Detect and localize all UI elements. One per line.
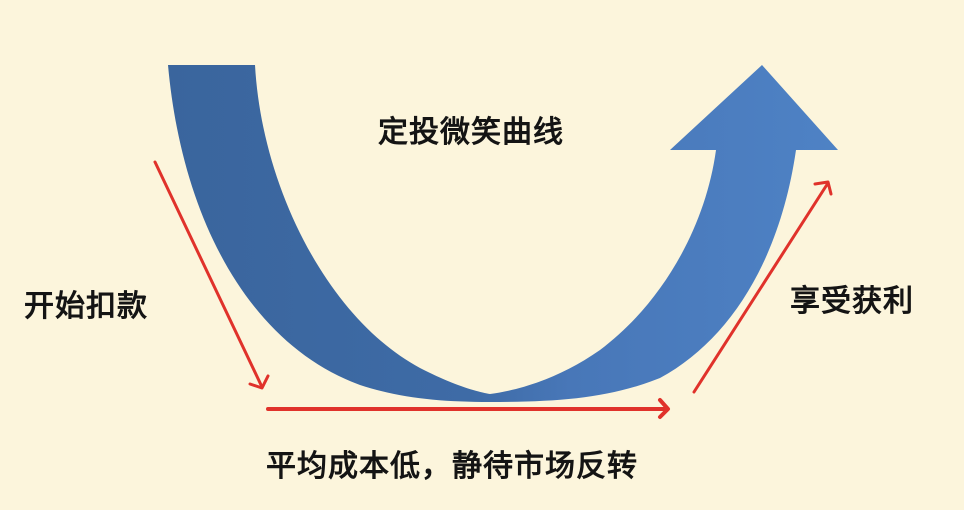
u-shaped-up-arrow-icon <box>168 65 838 402</box>
diagram-title: 定投微笑曲线 <box>378 115 564 150</box>
red-diagonal-down-arrow-icon <box>153 160 270 390</box>
stage-label-start: 开始扣款 <box>24 289 148 324</box>
stage-label-end: 享受获利 <box>790 284 914 319</box>
stage-label-bottom: 平均成本低，静待市场反转 <box>266 449 638 484</box>
red-diagonal-up-arrow-icon <box>692 180 833 394</box>
red-right-arrow-icon <box>266 398 670 419</box>
